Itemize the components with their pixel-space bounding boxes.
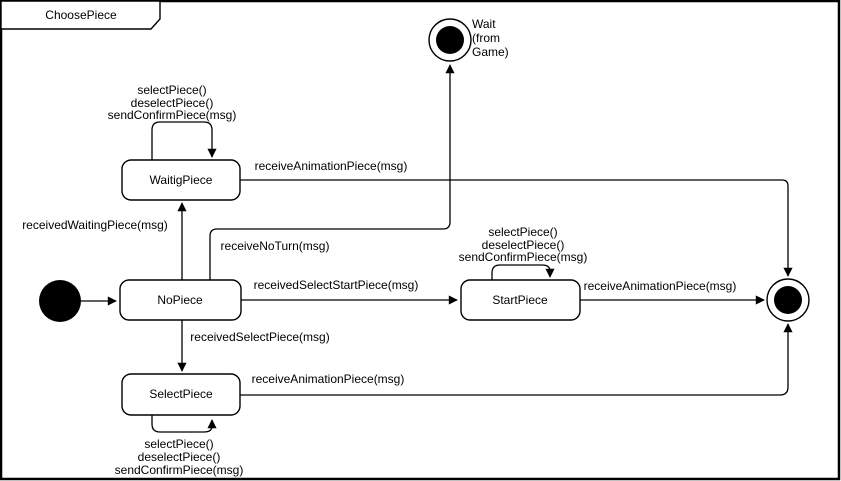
state-selectpiece: SelectPiece [121, 373, 241, 416]
transition-selectpiece-self-loop [151, 415, 217, 433]
state-nopiece: NoPiece [119, 279, 242, 321]
transition-waitigpiece-to-final [240, 179, 793, 277]
startpiece-self-label-1: selectPiece() [488, 225, 557, 239]
selectpiece-self-label-1: selectPiece() [144, 437, 213, 451]
initial-state [39, 280, 81, 322]
state-waitigpiece-box [121, 159, 241, 201]
transition-label-received-select-start-piece: receivedSelectStartPiece(msg) [254, 278, 419, 292]
state-selectpiece-box [121, 373, 241, 416]
wait-state-label-line3: Game) [472, 45, 509, 59]
state-nopiece-label: NoPiece [157, 293, 203, 307]
waitigpiece-self-label-1: selectPiece() [137, 83, 206, 97]
transition-label-receive-animation-bottom: receiveAnimationPiece(msg) [252, 372, 405, 386]
transition-label-receive-animation-top: receiveAnimationPiece(msg) [255, 159, 408, 173]
waitigpiece-self-label-3: sendConfirmPiece(msg) [108, 108, 237, 122]
state-startpiece-label: StartPiece [492, 293, 548, 307]
frame-title: ChoosePiece [45, 8, 117, 22]
selectpiece-self-label-2: deselectPiece() [138, 450, 221, 464]
wait-state-label-line1: Wait [472, 17, 496, 31]
transition-nopiece-to-wait [209, 64, 455, 280]
selectpiece-self-label-3: sendConfirmPiece(msg) [115, 463, 244, 477]
transition-label-receive-no-turn: receiveNoTurn(msg) [221, 239, 330, 253]
state-waitigpiece: WaitigPiece [121, 159, 241, 201]
final-state [766, 278, 810, 322]
state-wait-from-game: Wait (from Game) [428, 17, 509, 62]
wait-state-label-line2: (from [472, 31, 500, 45]
final-state-dot [774, 286, 802, 314]
startpiece-self-label-3: sendConfirmPiece(msg) [459, 250, 588, 264]
state-startpiece: StartPiece [460, 279, 581, 321]
state-startpiece-box [460, 279, 581, 321]
transition-startpiece-self-loop [491, 264, 555, 280]
transition-waitigpiece-self-loop [151, 121, 217, 160]
wait-state-dot [436, 26, 464, 54]
transition-selectpiece-to-final [240, 323, 793, 396]
startpiece-self-label-2: deselectPiece() [482, 238, 565, 252]
state-waitigpiece-label: WaitigPiece [150, 173, 213, 187]
transition-label-receive-animation-middle: receiveAnimationPiece(msg) [584, 279, 737, 293]
transition-label-received-waiting-piece: receivedWaitingPiece(msg) [22, 218, 168, 232]
waitigpiece-self-label-2: deselectPiece() [131, 96, 214, 110]
state-selectpiece-label: SelectPiece [149, 387, 213, 401]
state-nopiece-box [119, 279, 242, 321]
frame-title-tab [0, 0, 161, 30]
transition-label-received-select-piece: receivedSelectPiece(msg) [190, 330, 329, 344]
